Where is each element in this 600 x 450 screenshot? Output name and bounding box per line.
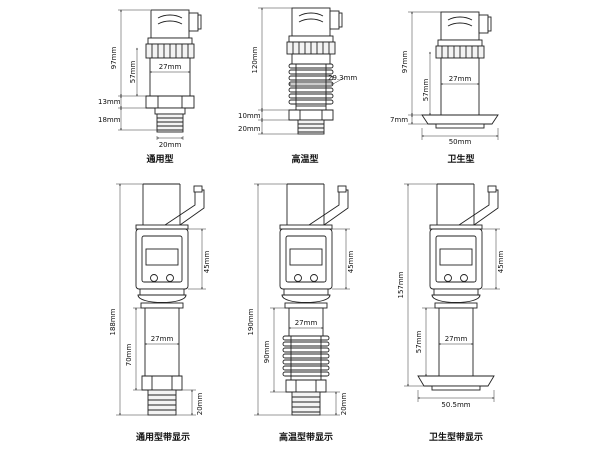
dim-thread: 20mm (196, 393, 204, 416)
connector-head (150, 9, 190, 39)
hex-nut (285, 379, 327, 393)
hex-nut (288, 109, 334, 121)
dim-total: 157mm (397, 271, 405, 298)
thread (147, 389, 177, 416)
cooling-fins (282, 335, 330, 380)
button-left (444, 274, 452, 282)
dim-total: 97mm (110, 47, 118, 70)
caption-general-display: 通用型带显示 (136, 431, 190, 443)
dim-total: 190mm (247, 308, 255, 335)
dim-width: 27mm (295, 319, 318, 327)
lcd-screen (145, 248, 179, 266)
dim-width: 27mm (151, 335, 174, 343)
dim-bottom: 20mm (159, 141, 182, 149)
hex-nut (145, 95, 195, 109)
thread (297, 119, 325, 135)
dim-hex: 13mm (98, 98, 121, 106)
dim-base: 50mm (449, 138, 472, 146)
connector-head (291, 7, 331, 37)
lcd-screen (439, 248, 473, 266)
dim-body: 57mm (129, 61, 137, 84)
connector-head (440, 11, 480, 41)
caption-general: 通用型 (146, 153, 173, 165)
dim-body: 57mm (422, 79, 430, 102)
sanitary-flange (421, 114, 499, 125)
dim-thread2: 20mm (238, 125, 261, 133)
sanitary-flange (417, 375, 495, 387)
top-sanitary-drawing: 97mm 57mm 27mm 7mm 50mm 卫生型 (390, 11, 499, 165)
dim-total: 188mm (109, 308, 117, 335)
dim-fin: 29.3mm (328, 74, 357, 82)
bottom-high-temp-drawing: 190mm 45mm 27mm 90mm 20mm 高温型带显示 (247, 183, 355, 443)
button-left (294, 274, 302, 282)
lcd-screen (289, 248, 323, 266)
dim-total: 120mm (251, 46, 259, 73)
top-high-temp-drawing: 120mm 29.3mm 10mm 20mm 高温型 (238, 7, 357, 165)
caption-sanitary: 卫生型 (447, 153, 474, 165)
dim-flange: 7mm (390, 116, 408, 124)
sensor-body (149, 57, 191, 97)
button-right (166, 274, 174, 282)
caption-high-temp: 高温型 (291, 153, 318, 165)
dim-thread1: 10mm (238, 112, 261, 120)
caption-high-temp-display: 高温型带显示 (279, 431, 333, 443)
cooling-fins (288, 63, 334, 106)
dim-body: 57mm (415, 331, 423, 354)
bottom-sanitary-drawing: 157mm 45mm 27mm 57mm 50.5mm 卫生型带显示 (397, 183, 505, 443)
dim-display: 45mm (203, 251, 211, 274)
caption-sanitary-display: 卫生型带显示 (429, 431, 483, 443)
dim-width: 27mm (449, 75, 472, 83)
sensor-body (144, 307, 180, 377)
dim-body: 90mm (263, 341, 271, 364)
dim-display: 45mm (347, 251, 355, 274)
button-left (150, 274, 158, 282)
bottom-general-drawing: 188mm 45mm 70mm 27mm 20mm 通用型带显示 (109, 183, 211, 443)
dim-thread: 18mm (98, 116, 121, 124)
dim-thread: 20mm (340, 393, 348, 416)
dim-width: 27mm (445, 335, 468, 343)
thread (291, 391, 321, 416)
button-right (460, 274, 468, 282)
dim-display: 45mm (497, 251, 505, 274)
dim-base: 50.5mm (441, 401, 470, 409)
button-right (310, 274, 318, 282)
dim-body: 70mm (125, 344, 133, 367)
dim-width: 27mm (159, 63, 182, 71)
sensor-body (288, 307, 324, 337)
sensor-body (440, 57, 480, 116)
hex-nut (141, 375, 183, 391)
thread (156, 113, 184, 133)
top-general-drawing: 97mm 57mm 27mm 13mm 18mm 20mm 通用型 (98, 9, 202, 165)
dim-total: 97mm (401, 51, 409, 74)
